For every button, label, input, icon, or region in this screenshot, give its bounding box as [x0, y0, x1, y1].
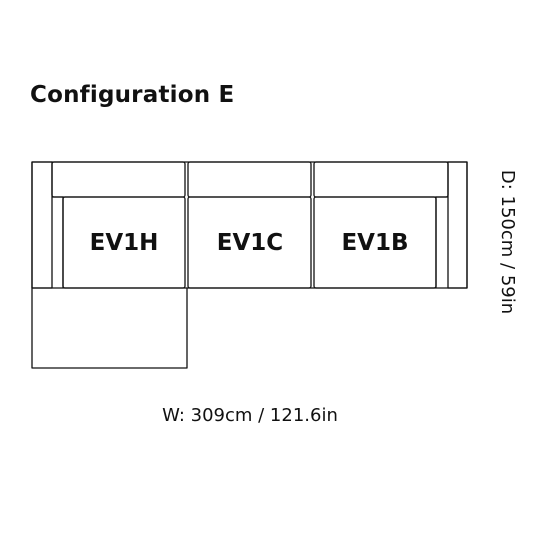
backrest-ev1c [187, 161, 312, 198]
configuration-title: Configuration E [30, 82, 235, 108]
width-dimension: W: 309cm / 121.6in [162, 405, 338, 426]
seat-ev1c [187, 196, 312, 289]
module-label-ev1h: EV1H [90, 230, 159, 256]
module-label-ev1c: EV1C [217, 230, 283, 256]
module-label-ev1b: EV1B [341, 230, 408, 256]
right-arm [435, 161, 468, 289]
backrest-cushions [51, 161, 449, 198]
backrest-ev1b [313, 161, 449, 198]
seat-cushions [62, 196, 437, 289]
sofa-outline [31, 161, 468, 369]
backrest-ev1h [51, 161, 186, 198]
left-arm [31, 161, 64, 289]
seat-ev1h [62, 196, 186, 289]
depth-dimension: D: 150cm / 59in [497, 170, 518, 314]
